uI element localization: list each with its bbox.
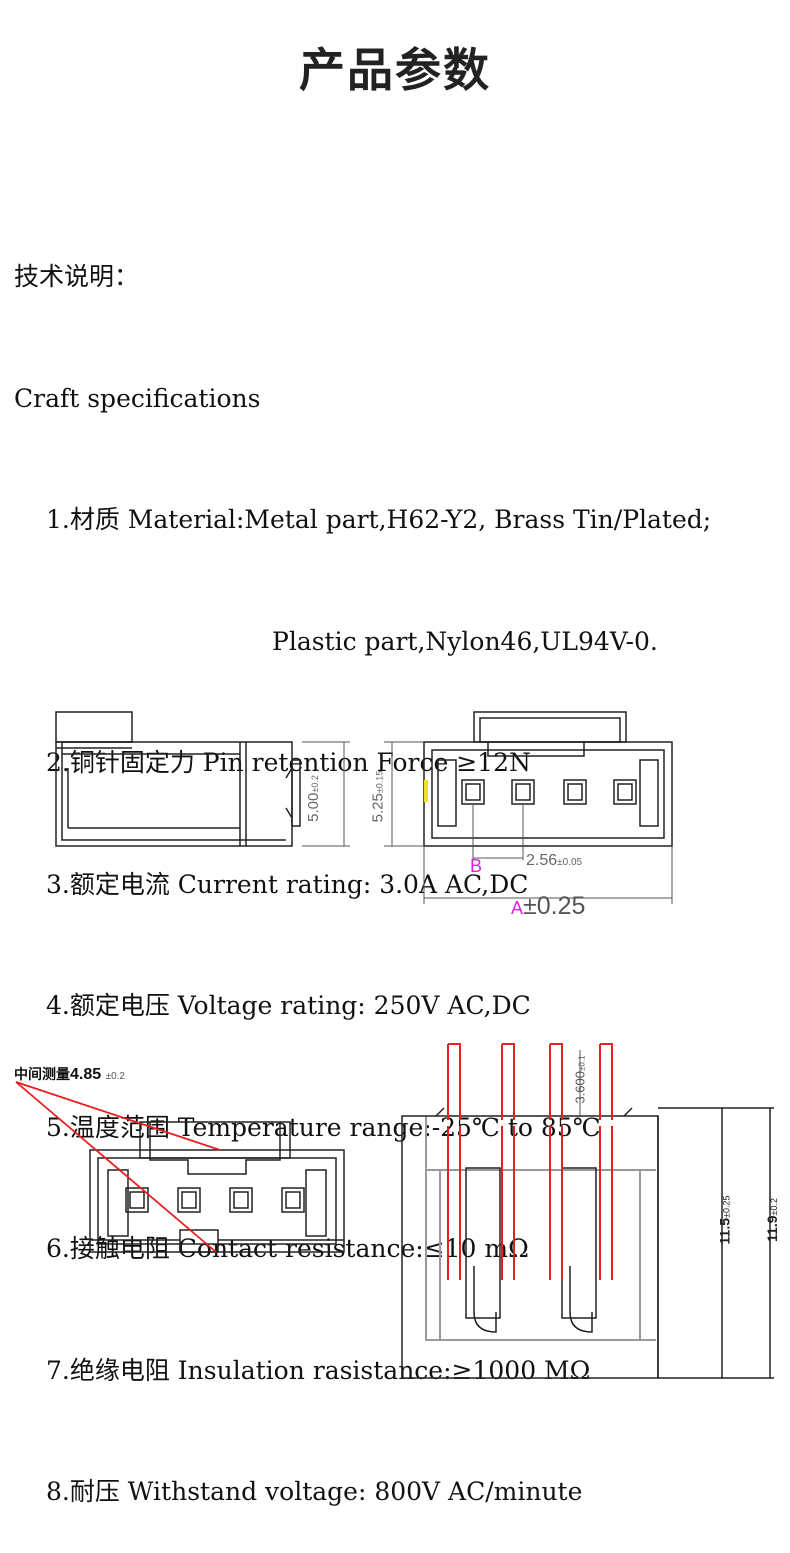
- spec-item-contact-resistance: 6.接触电阻 Contact resistance:≤10 mΩ: [46, 1234, 529, 1263]
- spec-item-retention: 2.铜针固定力 Pin retention Force ≥12N: [46, 748, 531, 777]
- pitch-dim: 2.56±0.05: [526, 852, 582, 870]
- spec-item-material-plastic: Plastic part,Nylon46,UL94V-0.: [272, 626, 658, 656]
- mid-measure-tol: ±0.2: [105, 1071, 125, 1082]
- front-height-dim: 5.25±0.15: [369, 771, 386, 823]
- side-height-tol: ±0.2: [309, 775, 320, 793]
- mid-measure-cn: 中间测量: [14, 1066, 70, 1082]
- front-view-drawing: [384, 711, 673, 904]
- front-height-value: 5.25: [369, 793, 387, 823]
- mid-measure-note: 中间测量4.85 ±0.2: [14, 1064, 125, 1084]
- bottom-view-drawing: [15, 1081, 345, 1253]
- pitch-tol: ±0.05: [557, 857, 583, 868]
- spec-heading-cn: 技术说明：: [14, 262, 140, 291]
- pitch-value: 2.56: [526, 852, 558, 869]
- pin-length-value: 3.600: [572, 1070, 588, 1104]
- height-2-tol: ±0.2: [768, 1198, 779, 1216]
- side-view-drawing: [55, 711, 350, 847]
- mid-measure-value: 4.85: [70, 1066, 102, 1083]
- label-a: A: [511, 898, 524, 918]
- page-title: 产品参数: [299, 43, 491, 97]
- side-pin-drawing: [401, 1043, 774, 1379]
- pin-length-dim: 3.600±0.1: [573, 1055, 588, 1103]
- label-b: B: [470, 856, 483, 876]
- yellow-mark: [424, 780, 428, 802]
- a-dim: A±0.25: [511, 892, 585, 921]
- spec-item-withstand: 8.耐压 Withstand voltage: 800V AC/minute: [46, 1477, 583, 1506]
- height-1-dim: 11.5±0.25: [716, 1196, 732, 1245]
- height-1-value: 11.5: [716, 1217, 733, 1245]
- height-1-tol: ±0.25: [721, 1195, 732, 1218]
- spec-heading-en: Craft specifications: [14, 383, 261, 413]
- spec-item-current: 3.额定电流 Current rating: 3.0A AC,DC: [46, 869, 529, 899]
- height-2-dim: 11.9±0.2: [764, 1198, 780, 1242]
- pin-length-tol: ±0.1: [577, 1055, 587, 1071]
- height-2-value: 11.9: [763, 1215, 780, 1242]
- side-height-dim: 5.00±0.2: [305, 775, 322, 822]
- spec-item-insulation: 7.绝缘电阻 Insulation rasistance:≥1000 MΩ: [46, 1355, 591, 1385]
- spec-item-voltage: 4.额定电压 Voltage rating: 250V AC,DC: [46, 991, 531, 1020]
- a-tol: ±0.25: [523, 892, 586, 920]
- front-height-tol: ±0.15: [374, 770, 385, 794]
- side-height-value: 5.00: [304, 792, 322, 822]
- spec-item-material: 1.材质 Material:Metal part,H62-Y2, Brass T…: [46, 505, 712, 534]
